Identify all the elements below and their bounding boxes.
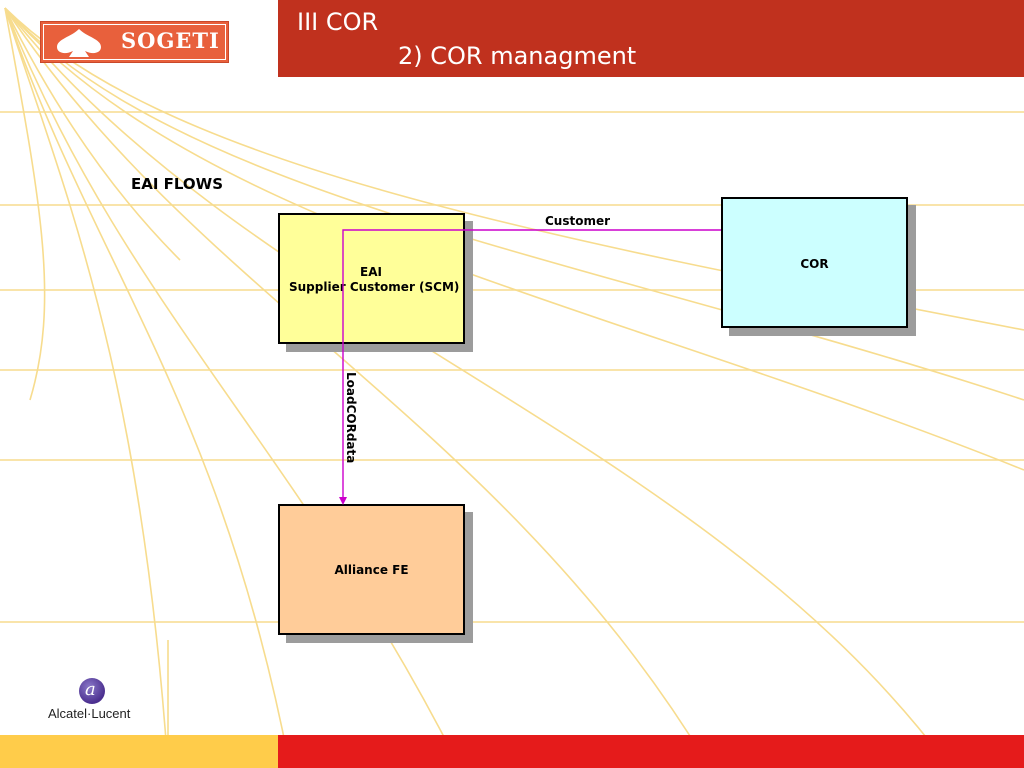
diagram-heading: EAI FLOWS: [131, 175, 224, 193]
footer-bar-left: [0, 735, 278, 768]
cor-node-label: COR: [800, 257, 829, 271]
loadcordata-flow-label: LoadCORdata: [344, 372, 358, 464]
alliance-fe-node-label: Alliance FE: [334, 563, 409, 577]
slide-title: III COR: [297, 8, 379, 36]
spade-icon: [57, 29, 101, 57]
alliance-fe-node: Alliance FE: [278, 504, 465, 635]
footer-bar-right: [278, 735, 1024, 768]
eai-node-subtitle: Supplier Customer (SCM): [289, 280, 460, 294]
alcatel-lucent-wordmark: Alcatel·Lucent: [48, 706, 131, 721]
eai-node-title: EAI: [360, 265, 382, 279]
sogeti-wordmark: SOGETI: [121, 28, 220, 53]
sogeti-logo: SOGETI: [40, 21, 229, 63]
customer-flow-label: Customer: [545, 214, 611, 228]
slide-subtitle: 2) COR managment: [398, 42, 637, 70]
alcatel-lucent-logo-icon: a: [79, 678, 105, 704]
arrowhead-icon: [339, 497, 347, 505]
eai-node: EAI Supplier Customer (SCM): [278, 213, 465, 344]
customer-flow-line: [342, 229, 721, 500]
header-bar: [278, 0, 1024, 77]
cor-node: COR: [721, 197, 908, 328]
